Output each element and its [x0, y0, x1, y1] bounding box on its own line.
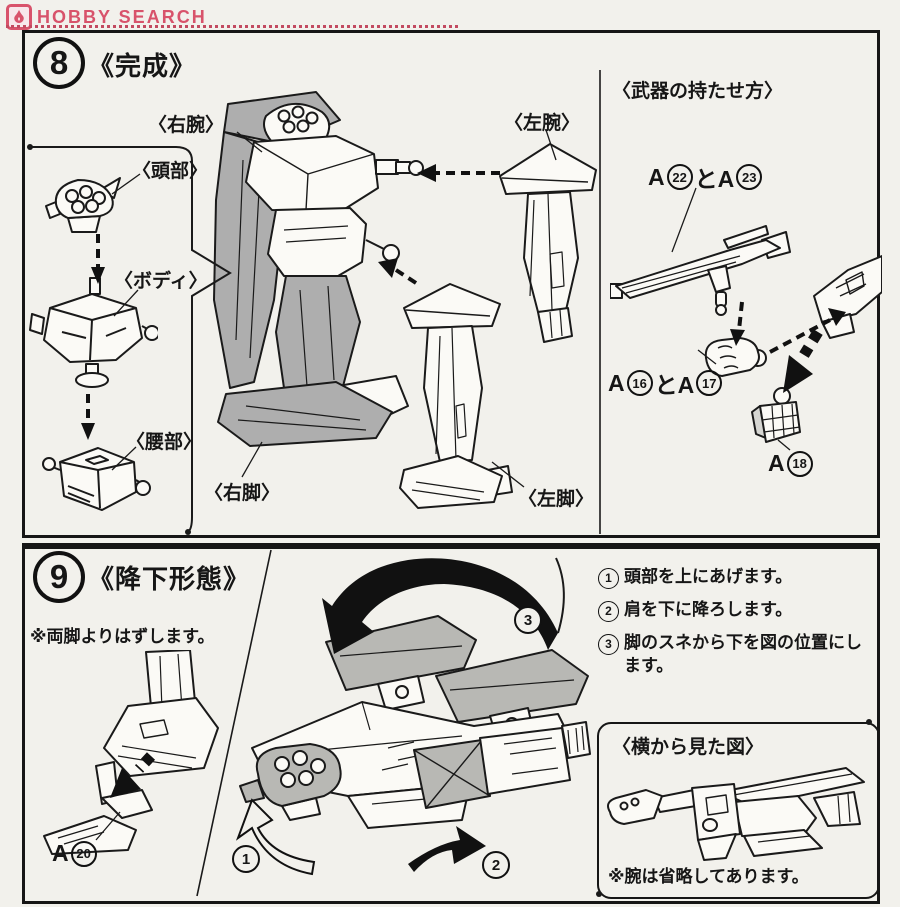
side-view-title: 〈横から見た図〉	[612, 737, 765, 758]
step9-note: ※両脚よりはずします。	[30, 627, 215, 646]
left-leg-drawing	[399, 283, 513, 509]
label-waist: 〈腰部〉	[126, 432, 203, 453]
fist-part-drawing	[751, 387, 801, 443]
label-right-leg: 〈右脚〉	[204, 483, 281, 504]
figure-callout-3: 3	[514, 606, 542, 634]
rifle-drawing	[610, 225, 791, 316]
step9-title: 《降下形態》	[88, 564, 251, 594]
circled-2: 2	[598, 601, 619, 622]
step9-number-badge: 9	[33, 551, 85, 603]
panel-step9	[22, 543, 880, 904]
instruction-2-text: 肩を下に降ろします。	[624, 600, 793, 619]
instruction-3: 3 脚のスネから下を図の位置にします。	[598, 632, 878, 678]
weapon-section-title: 〈武器の持たせ方〉	[612, 81, 784, 102]
instruction-1-text: 頭部を上にあげます。	[624, 567, 793, 586]
left-arm-drawing	[499, 143, 597, 343]
head-part-drawing	[45, 177, 121, 233]
side-view-drawing	[607, 767, 865, 861]
instruction-1: 1 頭部を上にあげます。	[598, 566, 878, 589]
label-body: 〈ボディ〉	[114, 271, 208, 292]
weapon-on-arm-drawing	[813, 255, 882, 339]
circled-1: 1	[598, 568, 619, 589]
circled-3: 3	[598, 634, 619, 655]
label-head: 〈頭部〉	[132, 161, 209, 182]
label-left-arm: 〈左腕〉	[504, 113, 581, 134]
figure-callout-2: 2	[482, 851, 510, 879]
descent-form-drawing	[239, 615, 591, 829]
side-view-note: ※腕は省略してあります。	[608, 867, 809, 886]
instruction-2: 2 肩を下に降ろします。	[598, 599, 878, 622]
step8-title: 《完成》	[88, 51, 197, 81]
step8-number-badge: 8	[33, 37, 85, 89]
instruction-3-text: 脚のスネから下を図の位置にします。	[624, 633, 862, 675]
label-right-arm: 〈右腕〉	[148, 115, 225, 136]
figure-callout-1: 1	[232, 845, 260, 873]
leg-foot-drawing	[103, 650, 219, 777]
label-left-leg: 〈左脚〉	[518, 489, 595, 510]
body-part-drawing	[29, 277, 158, 388]
logo-text: HOBBY SEARCH	[37, 6, 207, 27]
step9-number: 9	[49, 558, 69, 595]
side-view-box	[597, 722, 880, 899]
hobby-search-logo: HOBBY SEARCH	[6, 4, 207, 30]
assembled-robot-drawing	[213, 91, 424, 447]
logo-dotted-rule	[6, 25, 458, 28]
step9-instructions: 1 頭部を上にあげます。 2 肩を下に降ろします。 3 脚のスネから下を図の位置…	[598, 566, 878, 678]
step8-number: 8	[49, 44, 69, 81]
